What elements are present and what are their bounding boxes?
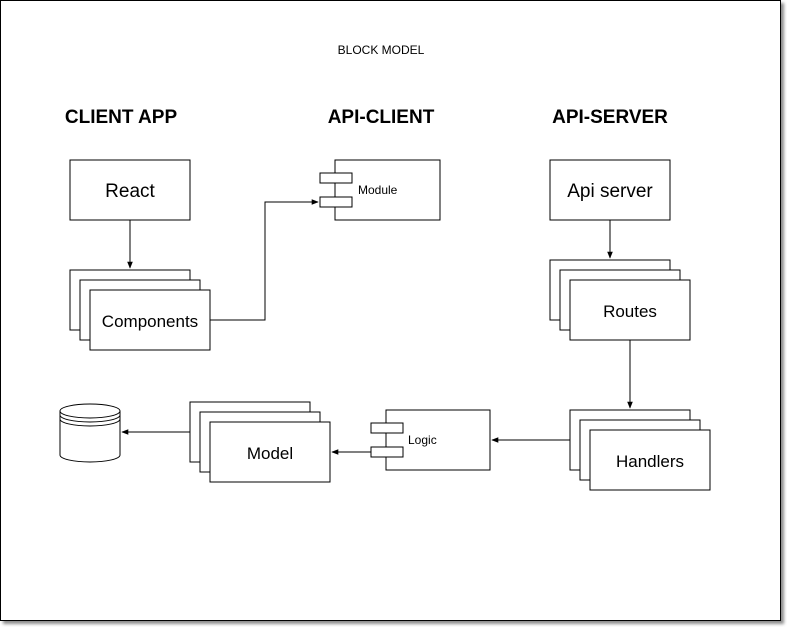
model-label: Model <box>247 444 293 463</box>
model-node[interactable]: Model <box>189 401 331 483</box>
react-label: React <box>105 181 155 202</box>
edge-components-module <box>210 199 319 321</box>
logic-label: Logic <box>408 433 437 447</box>
api-server-node[interactable]: Api server <box>549 159 671 221</box>
components-label: Components <box>102 312 198 331</box>
section-api-client: API-CLIENT <box>328 107 435 128</box>
logic-port-top <box>370 422 404 434</box>
api-server-label: Api server <box>567 181 653 202</box>
react-node[interactable]: React <box>69 159 191 221</box>
database-icon[interactable] <box>59 403 121 463</box>
routes-node[interactable]: Routes <box>549 259 691 341</box>
logic-port-bottom <box>370 446 404 458</box>
handlers-label: Handlers <box>616 452 684 471</box>
module-node[interactable]: Module <box>319 159 441 221</box>
diagram-title: BLOCK MODEL <box>338 43 425 57</box>
section-client-app: CLIENT APP <box>65 107 178 128</box>
components-node[interactable]: Components <box>69 269 211 351</box>
module-port-top <box>319 172 353 184</box>
logic-node[interactable]: Logic <box>370 409 491 471</box>
module-label: Module <box>358 183 398 197</box>
module-port-bottom <box>319 196 353 208</box>
handlers-node[interactable]: Handlers <box>569 409 711 491</box>
routes-label: Routes <box>603 302 657 321</box>
section-api-server: API-SERVER <box>552 107 668 128</box>
